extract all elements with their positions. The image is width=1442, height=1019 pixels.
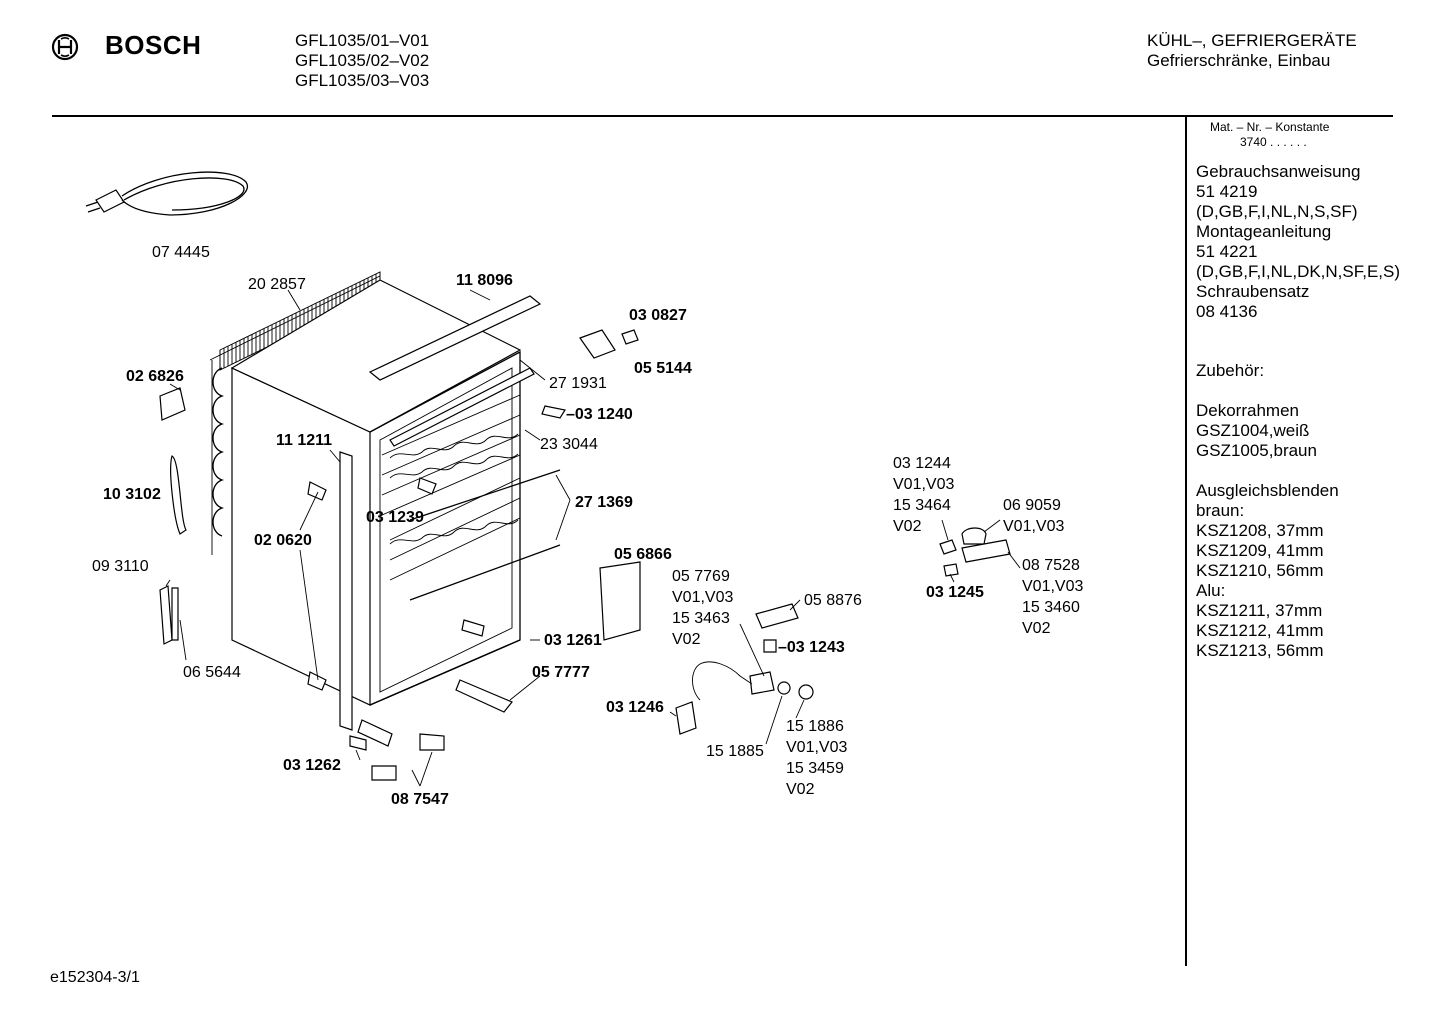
- frame-line: Dekorrahmen: [1196, 401, 1299, 420]
- part-label: 08 7528: [1022, 557, 1080, 574]
- part-label-group: 08 7528 V01,V03 15 3460 V02: [1022, 555, 1083, 639]
- doc-line: Gebrauchsanweisung: [1196, 162, 1361, 181]
- part-label-group: 15 1886 V01,V03 15 3459 V02: [786, 716, 847, 800]
- part-label: V01,V03: [1022, 578, 1084, 595]
- part-label-group: 05 7769 V01,V03 15 3463 V02: [672, 566, 733, 650]
- panels-list: Ausgleichsblenden braun: KSZ1208, 37mm K…: [1196, 481, 1339, 661]
- part-label: 27 1931: [549, 375, 607, 392]
- part-label: 05 8876: [804, 592, 862, 609]
- part-label: 27 1369: [575, 494, 633, 511]
- frame-line: GSZ1004,weiß: [1196, 421, 1310, 440]
- part-label: V01,V03: [1003, 518, 1065, 535]
- part-label: V01,V03: [672, 589, 734, 606]
- part-label: 03 1246: [606, 699, 664, 716]
- part-label: 11 8096: [456, 272, 513, 289]
- cabinet-body: [209, 271, 561, 731]
- mat-label: Mat. – Nr. – Konstante: [1210, 120, 1330, 134]
- panel-line: KSZ1210, 56mm: [1196, 561, 1324, 580]
- doc-line: 51 4221: [1196, 242, 1258, 261]
- part-label: 03 1239: [366, 509, 424, 526]
- part-label: 15 3460: [1022, 599, 1080, 616]
- leader-lines: [165, 289, 1021, 787]
- model-line: GFL1035/01–V01: [295, 31, 430, 50]
- doc-line: (D,GB,F,I,NL,DK,N,SF,E,S): [1196, 262, 1401, 281]
- part-label: –03 1243: [778, 639, 845, 656]
- part-label: 05 5144: [634, 360, 692, 377]
- part-label: 02 6826: [126, 368, 184, 385]
- part-label: 03 1261: [544, 632, 602, 649]
- category-title: KÜHL–, GEFRIERGERÄTE: [1147, 31, 1357, 50]
- part-label: 23 3044: [540, 436, 598, 453]
- part-label-group: 03 1244 V01,V03 15 3464 V02: [893, 453, 954, 537]
- part-label: V02: [1022, 620, 1051, 637]
- doc-line: Schraubensatz: [1196, 282, 1310, 301]
- panel-line: KSZ1212, 41mm: [1196, 621, 1324, 640]
- document-list: Gebrauchsanweisung 51 4219 (D,GB,F,I,NL,…: [1196, 162, 1400, 322]
- panel-line: KSZ1208, 37mm: [1196, 521, 1324, 540]
- part-label: 15 3459: [786, 760, 844, 777]
- part-label: 06 5644: [183, 664, 241, 681]
- part-label-group: 06 9059 V01,V03: [1003, 495, 1064, 537]
- panel-line: braun:: [1196, 501, 1245, 520]
- part-label: 05 7777: [532, 664, 590, 681]
- frame-line: GSZ1005,braun: [1196, 441, 1317, 460]
- part-label: 15 1885: [706, 743, 764, 760]
- part-label: 03 1245: [926, 584, 984, 601]
- document-id: e152304-3/1: [50, 969, 140, 986]
- part-label: 05 7769: [672, 568, 730, 585]
- part-label: 03 0827: [629, 307, 687, 324]
- part-label: 03 1262: [283, 757, 341, 774]
- part-label: 05 6866: [614, 546, 672, 563]
- part-label: 11 1211: [276, 432, 333, 449]
- panel-line: Alu:: [1196, 581, 1226, 600]
- doc-line: Montageanleitung: [1196, 222, 1332, 241]
- part-label: 09 3110: [92, 558, 149, 575]
- doc-line: 51 4219: [1196, 182, 1258, 201]
- bosch-armature-icon: [51, 33, 79, 61]
- panel-line: Ausgleichsblenden: [1196, 481, 1339, 500]
- accessories-title: Zubehör:: [1196, 361, 1265, 380]
- part-label: 10 3102: [103, 486, 161, 503]
- part-label: 08 7547: [391, 791, 449, 808]
- model-line: GFL1035/03–V03: [295, 71, 430, 90]
- small-parts: [159, 329, 1011, 781]
- category-block: KÜHL–, GEFRIERGERÄTE Gefrierschränke, Ei…: [1147, 31, 1357, 71]
- part-label: 15 1886: [786, 718, 844, 735]
- brand-name: BOSCH: [105, 30, 202, 60]
- frames-list: Dekorrahmen GSZ1004,weiß GSZ1005,braun: [1196, 401, 1317, 461]
- bosch-logo: BOSCH: [50, 30, 202, 64]
- category-subtitle: Gefrierschränke, Einbau: [1147, 51, 1331, 70]
- panel-line: KSZ1211, 37mm: [1196, 601, 1323, 620]
- part-label: V01,V03: [893, 476, 955, 493]
- part-label: 06 9059: [1003, 497, 1061, 514]
- panel-line: KSZ1213, 56mm: [1196, 641, 1324, 660]
- mat-value: 3740 . . . . . .: [1240, 135, 1307, 149]
- part-label: 15 3463: [672, 610, 730, 627]
- part-label: V02: [893, 518, 922, 535]
- doc-line: (D,GB,F,I,NL,N,S,SF): [1196, 202, 1358, 221]
- part-label: 20 2857: [248, 276, 306, 293]
- part-label: 15 3464: [893, 497, 951, 514]
- part-label: V01,V03: [786, 739, 848, 756]
- model-line: GFL1035/02–V02: [295, 51, 430, 70]
- part-label: V02: [786, 781, 815, 798]
- part-label: 07 4445: [152, 244, 210, 261]
- part-label: 02 0620: [254, 532, 312, 549]
- part-label: 03 1244: [893, 455, 951, 472]
- model-list: GFL1035/01–V01 GFL1035/02–V02 GFL1035/03…: [295, 31, 429, 91]
- part-label: V02: [672, 631, 701, 648]
- doc-line: 08 4136: [1196, 302, 1258, 321]
- panel-line: KSZ1209, 41mm: [1196, 541, 1324, 560]
- part-label: –03 1240: [566, 406, 633, 423]
- power-cord: [85, 171, 249, 216]
